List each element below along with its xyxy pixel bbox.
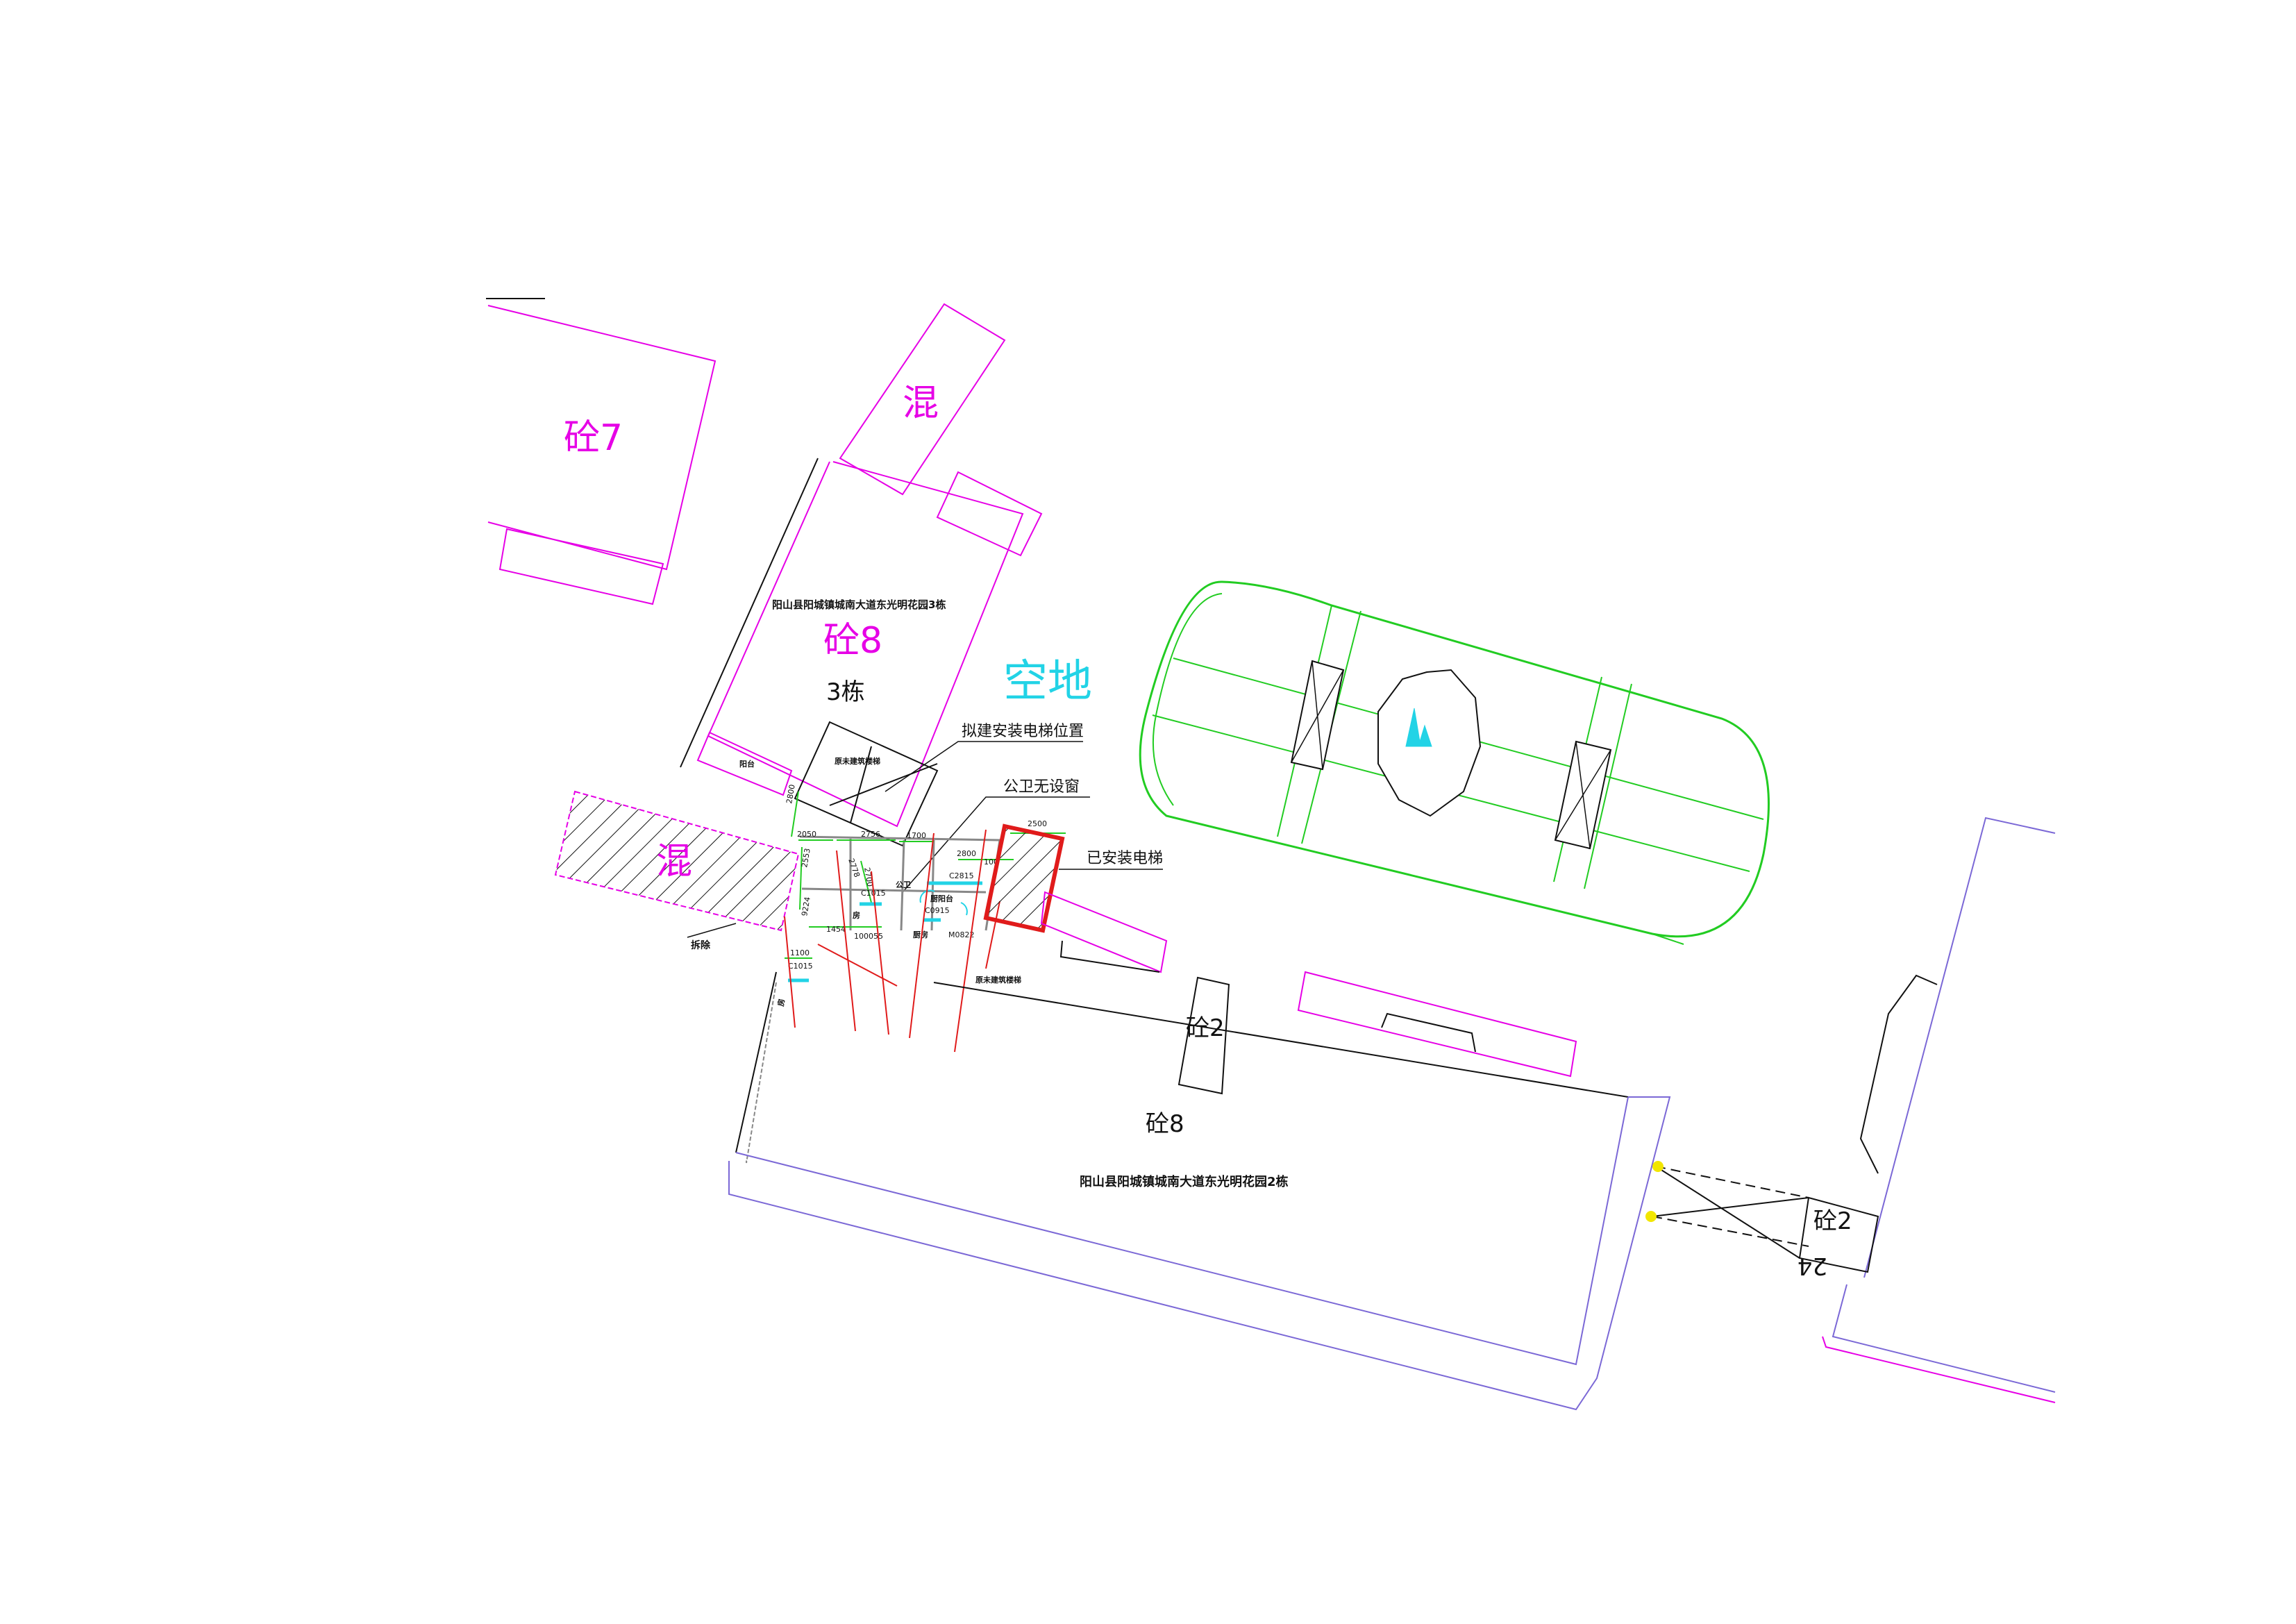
label-cong2-right: 砼2 (1813, 1207, 1852, 1235)
svg-text:C0915: C0915 (925, 906, 950, 915)
label-cong7: 砼7 (564, 417, 623, 459)
svg-text:2756: 2756 (861, 830, 880, 839)
building-hun-top (839, 303, 1006, 496)
building-2-cong2 (1178, 976, 1230, 1095)
label-cong8-top: 砼8 (823, 620, 882, 662)
floor-plan-windows (788, 881, 982, 982)
building-2-top-strip (1297, 971, 1577, 1078)
svg-text:房: 房 (853, 910, 860, 920)
right-building (1822, 817, 2056, 1403)
leader-chaichu (687, 923, 737, 938)
garden-pavilion-diagonals (1291, 660, 1611, 849)
svg-text:2800: 2800 (785, 784, 797, 805)
passage-right (1652, 1166, 1879, 1273)
label-hun-top: 混 (903, 383, 939, 424)
bldg2-name: 阳山县阳城镇城南大道东光明花园2栋 (1080, 1174, 1289, 1189)
building-hun-demolish (554, 790, 800, 932)
label-cong2-mid: 砼2 (1186, 1014, 1225, 1042)
svg-text:2500: 2500 (1028, 819, 1047, 828)
label-num-right: 24 (1798, 1252, 1827, 1280)
svg-text:公卫: 公卫 (896, 880, 911, 889)
svg-text:厨房: 厨房 (913, 930, 928, 939)
svg-text:C2815: C2815 (949, 871, 974, 880)
label-kongdi: 空地 (1003, 656, 1092, 708)
label-original-stair-bottom: 原未建筑楼梯 (975, 975, 1021, 985)
building-cong7 (487, 305, 717, 605)
fountain-icon (1405, 708, 1432, 747)
svg-text:M0822: M0822 (948, 930, 975, 939)
building-3-black-edge (680, 458, 819, 768)
strip-magenta-mid (1040, 891, 1168, 973)
label-original-stair-top: 原未建筑楼梯 (835, 756, 880, 766)
label-hun-left: 混 (656, 841, 692, 882)
svg-text:2050: 2050 (797, 830, 816, 839)
building-2 (728, 971, 1671, 1411)
label-chaichu: 拆除 (691, 939, 711, 951)
svg-text:9224: 9224 (800, 896, 812, 917)
black-stub (1059, 940, 1160, 973)
label-cong8-bottom: 砼8 (1146, 1110, 1184, 1138)
original-stair-top (794, 721, 939, 847)
svg-text:1100: 1100 (790, 948, 810, 957)
bldg3-name: 阳山县阳城镇城南大道东光明花园3栋 (772, 598, 946, 611)
label-yangtai: 阳台 (739, 759, 755, 769)
svg-text:1700: 1700 (907, 831, 926, 840)
svg-text:100055: 100055 (854, 932, 883, 941)
label-yianzhuang-dianti: 已安装电梯 (1087, 850, 1163, 867)
yellow-marker-bottom (1645, 1211, 1657, 1222)
building-3-outline (696, 461, 1043, 828)
floor-plan-doors (919, 889, 968, 916)
installed-elevator (983, 823, 1065, 933)
svg-text:2800: 2800 (957, 849, 976, 858)
garden (1139, 580, 1770, 938)
yellow-marker-top (1652, 1161, 1664, 1172)
svg-text:2778: 2778 (846, 857, 862, 879)
leader-nijian (885, 741, 1083, 792)
svg-text:房: 房 (776, 998, 787, 1007)
label-bldg3-short: 3栋 (826, 678, 865, 706)
svg-text:厨阳台: 厨阳台 (930, 894, 953, 903)
red-wall-lines (784, 829, 1000, 1053)
label-gongwei: 公卫无设窗 (1003, 778, 1080, 796)
svg-text:1454: 1454 (826, 925, 846, 934)
svg-text:2553: 2553 (800, 848, 812, 869)
label-nijian-dianti: 拟建安装电梯位置 (962, 723, 1084, 740)
svg-text:C1015: C1015 (788, 962, 813, 971)
